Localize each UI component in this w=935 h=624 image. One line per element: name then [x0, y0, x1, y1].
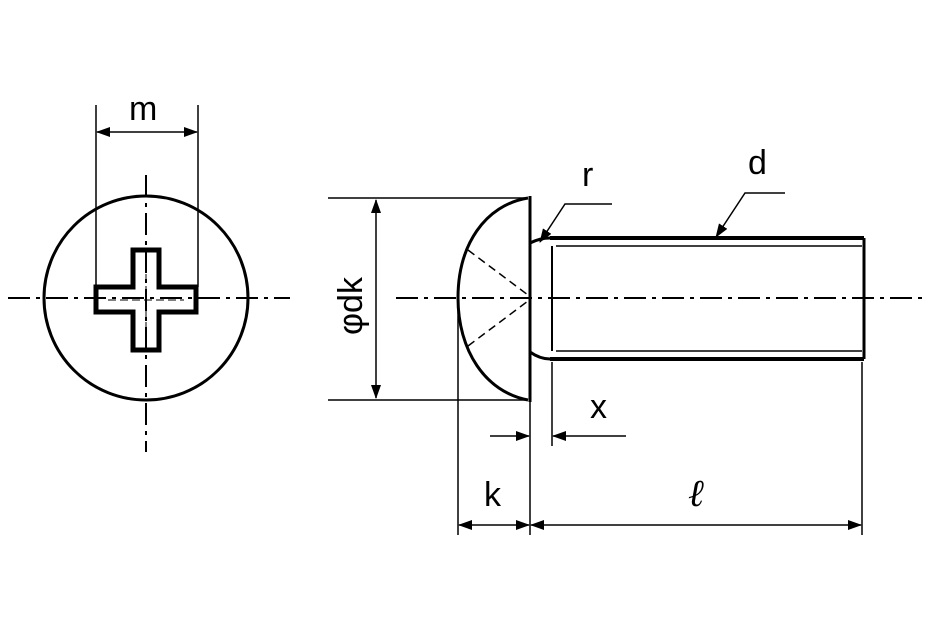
- screw-side-view: [328, 192, 925, 535]
- shank-fillet-bottom: [529, 350, 551, 361]
- head-dome: [456, 196, 529, 402]
- r-leader: [539, 203, 612, 243]
- head-end-view: [8, 105, 290, 452]
- label-r: r: [582, 156, 593, 194]
- d-leader: [715, 192, 785, 238]
- label-dk: φdk: [332, 276, 370, 335]
- label-l: ℓ: [688, 473, 704, 515]
- label-x: x: [590, 388, 607, 426]
- label-k: k: [484, 476, 502, 514]
- label-d: d: [748, 144, 767, 182]
- label-m: m: [129, 90, 157, 128]
- shank-fillet-top: [529, 236, 551, 245]
